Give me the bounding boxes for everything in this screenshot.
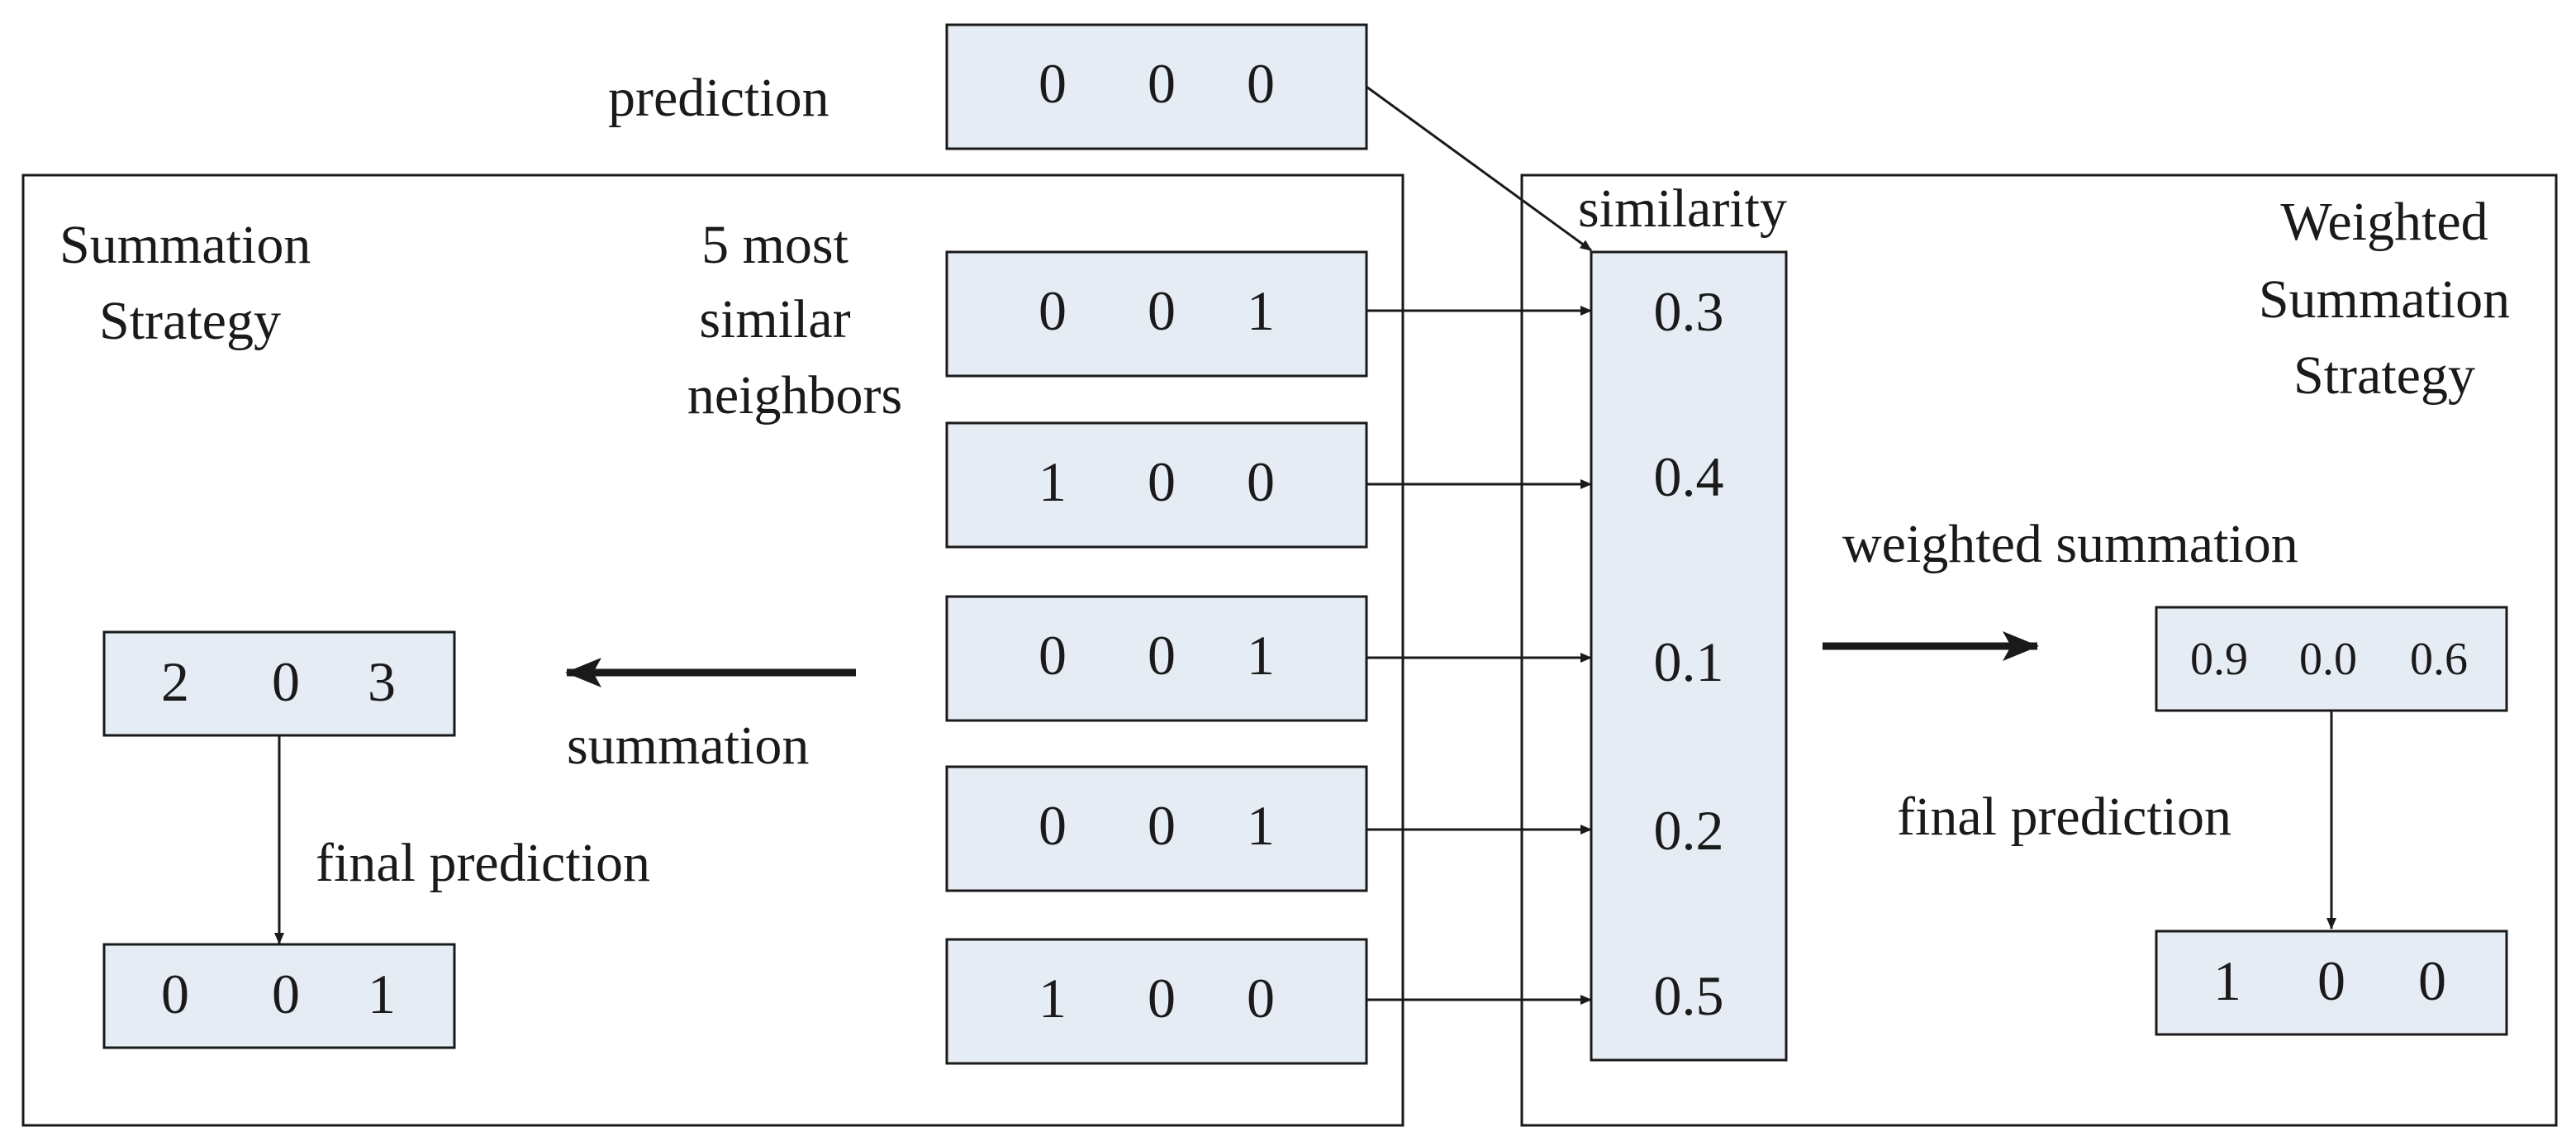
prediction-similarity-arrow bbox=[1366, 85, 1592, 252]
summation-strategy-title: Summation bbox=[59, 215, 311, 275]
similarity-value: 0.2 bbox=[1654, 799, 1724, 862]
neighbors-label: similar bbox=[699, 289, 850, 350]
vector-value: 0 bbox=[1148, 624, 1176, 687]
vector-value: 1 bbox=[2213, 949, 2241, 1012]
vector-value: 3 bbox=[368, 650, 396, 713]
similarity-label: similarity bbox=[1578, 178, 1787, 239]
neighbor-vector: 1 0 0 bbox=[945, 938, 1368, 1065]
vector-value: 0 bbox=[1148, 967, 1176, 1029]
vector-value: 0 bbox=[1038, 794, 1067, 857]
weighted-final-vector: 1 0 0 bbox=[2155, 930, 2508, 1036]
similarity-column bbox=[1590, 250, 1788, 1062]
vector-value: 0 bbox=[1038, 624, 1067, 687]
vector-value: 0 bbox=[1038, 52, 1067, 115]
summation-result-vector: 2 0 3 bbox=[102, 630, 456, 737]
vector-value: 0 bbox=[1247, 450, 1275, 513]
summation-strategy-title: Strategy bbox=[99, 291, 281, 351]
vector-value: 0 bbox=[161, 963, 189, 1025]
vector-value: 0.6 bbox=[2410, 634, 2468, 685]
vector-value: 0 bbox=[2317, 949, 2345, 1012]
final-prediction-label-left: final prediction bbox=[316, 833, 650, 893]
vector-value: 0 bbox=[1148, 450, 1176, 513]
vector-value: 0.0 bbox=[2299, 634, 2357, 685]
vector-value: 1 bbox=[1038, 450, 1067, 513]
vector-value: 0 bbox=[1247, 52, 1275, 115]
vector-value: 0 bbox=[1038, 279, 1067, 342]
similarity-value: 0.1 bbox=[1654, 630, 1724, 693]
vector-value: 0 bbox=[1148, 279, 1176, 342]
weighted-strategy-title: Summation bbox=[2259, 269, 2510, 330]
vector-value: 0 bbox=[2418, 949, 2446, 1012]
vector-value: 1 bbox=[1247, 794, 1275, 857]
final-prediction-label-right: final prediction bbox=[1897, 787, 2231, 847]
vector-value: 1 bbox=[1247, 279, 1275, 342]
vector-value: 0 bbox=[272, 650, 300, 713]
neighbor-vector: 0 0 1 bbox=[945, 595, 1368, 722]
neighbor-vector: 0 0 1 bbox=[945, 250, 1368, 378]
weighted-strategy-title: Strategy bbox=[2293, 345, 2475, 406]
vector-value: 0 bbox=[1148, 52, 1176, 115]
weighted-strategy-panel bbox=[1520, 174, 2558, 1127]
vector-value: 2 bbox=[161, 650, 189, 713]
similarity-value: 0.4 bbox=[1654, 445, 1724, 508]
prediction-vector: 0 0 0 bbox=[945, 23, 1368, 150]
summation-label: summation bbox=[567, 716, 809, 776]
similarity-value: 0.5 bbox=[1654, 964, 1724, 1027]
weighted-result-vector: 0.9 0.0 0.6 bbox=[2155, 606, 2508, 712]
summation-final-vector: 0 0 1 bbox=[102, 943, 456, 1049]
summation-strategy-panel bbox=[21, 174, 1404, 1127]
neighbors-label: 5 most bbox=[701, 215, 848, 275]
neighbor-vector: 1 0 0 bbox=[945, 421, 1368, 549]
vector-value: 0 bbox=[1247, 967, 1275, 1029]
similarity-value: 0.3 bbox=[1654, 280, 1724, 343]
vector-value: 0 bbox=[1148, 794, 1176, 857]
neighbors-label: neighbors bbox=[687, 365, 902, 426]
vector-value: 1 bbox=[368, 963, 396, 1025]
vector-value: 1 bbox=[1247, 624, 1275, 687]
weighted-strategy-title: Weighted bbox=[2280, 192, 2488, 252]
vector-value: 0 bbox=[272, 963, 300, 1025]
prediction-label: prediction bbox=[608, 68, 829, 128]
vector-value: 1 bbox=[1038, 967, 1067, 1029]
weighted-summation-label: weighted summation bbox=[1842, 514, 2298, 574]
vector-value: 0.9 bbox=[2190, 634, 2248, 685]
neighbor-vector: 0 0 1 bbox=[945, 765, 1368, 892]
